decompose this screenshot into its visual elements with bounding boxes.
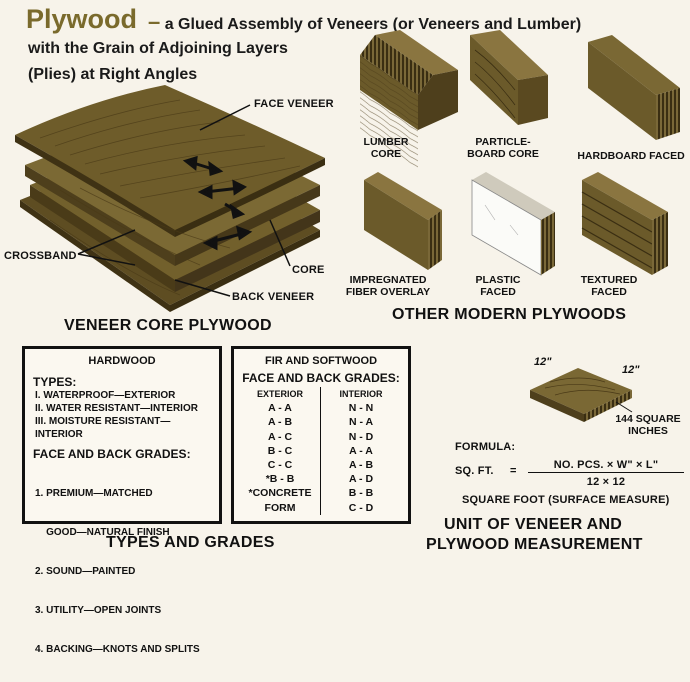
title-dash: – bbox=[148, 9, 161, 34]
interior-grade: N - A bbox=[348, 416, 374, 429]
types-grades-caption: TYPES AND GRADES bbox=[106, 534, 275, 551]
dimension-label-2: 12" bbox=[622, 364, 640, 376]
fir-grades-table: EXTERIOR A - A A - B A - C B - C C - C *… bbox=[240, 387, 402, 515]
dimension-label-1: 12" bbox=[534, 356, 552, 368]
wood-grain-lines bbox=[39, 99, 301, 296]
hardwood-grades-list: 1. PREMIUM—MATCHED GOOD—NATURAL FINISH 2… bbox=[33, 461, 211, 682]
lumber-core-panel bbox=[360, 30, 458, 169]
exterior-grade: A - B bbox=[267, 416, 293, 429]
crossband-label: CROSSBAND bbox=[4, 250, 77, 262]
exterior-grade: A - C bbox=[267, 430, 293, 443]
hardwood-types-heading: TYPES: bbox=[33, 375, 77, 389]
subtitle-line1-text: a Glued Assembly of Veneers (or Veneers … bbox=[164, 16, 582, 33]
hardwood-grades-heading: FACE AND BACK GRADES: bbox=[33, 447, 191, 461]
exterior-grade: FORM bbox=[264, 501, 296, 514]
lumber-core-label: LUMBER CORE bbox=[363, 136, 409, 160]
interior-grade: C - D bbox=[348, 501, 374, 514]
formula-label: FORMULA: bbox=[455, 441, 516, 453]
exterior-column: EXTERIOR A - A A - B A - C B - C C - C *… bbox=[240, 387, 321, 515]
hardwood-type-item: II. WATER RESISTANT—INTERIOR bbox=[35, 403, 198, 414]
hardwood-grade-item: GOOD—NATURAL FINISH bbox=[35, 527, 170, 538]
interior-grade: N - N bbox=[348, 402, 374, 415]
label-leader-lines bbox=[77, 104, 291, 297]
plastic-faced-label: PLASTIC FACED bbox=[475, 274, 521, 298]
measurement-caption-line2: PLYWOOD MEASUREMENT bbox=[426, 536, 643, 553]
interior-grade: A - A bbox=[349, 444, 373, 457]
hardwood-grade-item: 3. UTILITY—OPEN JOINTS bbox=[35, 605, 162, 616]
title-subtitle-line2: with the Grain of Adjoining Layers bbox=[28, 40, 288, 57]
formula-denominator: 12 × 12 bbox=[586, 476, 626, 488]
face-veneer-label: FACE VENEER bbox=[254, 98, 334, 110]
core-label: CORE bbox=[292, 264, 325, 276]
interior-grade: A - B bbox=[348, 459, 374, 472]
hardwood-types-list: I. WATERPROOF—EXTERIOR II. WATER RESISTA… bbox=[33, 389, 211, 441]
interior-grade: A - D bbox=[348, 473, 374, 486]
modern-plywoods-caption: OTHER MODERN PLYWOODS bbox=[392, 306, 627, 323]
interior-heading: INTERIOR bbox=[339, 389, 383, 399]
fir-grades-heading: FACE AND BACK GRADES: bbox=[242, 371, 400, 385]
exterior-grade: B - C bbox=[267, 444, 293, 457]
grain-direction-arrows bbox=[182, 155, 253, 251]
modern-plywoods-drawings bbox=[360, 30, 680, 276]
hardwood-type-item: I. WATERPROOF—EXTERIOR bbox=[35, 390, 176, 401]
exterior-grade: *CONCRETE bbox=[248, 487, 312, 500]
interior-grade: B - B bbox=[348, 487, 374, 500]
plastic-faced-panel bbox=[471, 172, 555, 276]
hardwood-grade-item: 1. PREMIUM—MATCHED bbox=[35, 488, 153, 499]
impregnated-fiber-overlay-label: IMPREGNATED FIBER OVERLAY bbox=[345, 274, 431, 298]
hardwood-type-item: III. MOISTURE RESISTANT—INTERIOR bbox=[35, 416, 171, 440]
formula-numerator: NO. PCS. × W" × L" bbox=[528, 459, 684, 473]
hardwood-box: HARDWOOD TYPES: I. WATERPROOF—EXTERIOR I… bbox=[22, 346, 222, 655]
interior-grade: N - D bbox=[348, 430, 374, 443]
hardboard-faced-panel bbox=[588, 35, 680, 140]
particleboard-core-label: PARTICLE- BOARD CORE bbox=[467, 136, 539, 160]
interior-column: INTERIOR N - N N - A N - D A - A A - B A… bbox=[321, 387, 401, 515]
hardwood-grade-item: 2. SOUND—PAINTED bbox=[35, 566, 136, 577]
equals-sign: = bbox=[510, 465, 517, 477]
particleboard-core-panel bbox=[470, 30, 548, 125]
textured-faced-panel bbox=[581, 172, 668, 275]
page-title: Plywood bbox=[26, 4, 137, 35]
title-subtitle-line1: – a Glued Assembly of Veneers (or Veneer… bbox=[148, 9, 581, 35]
hardwood-box-title: HARDWOOD bbox=[88, 355, 156, 367]
fir-box-title: FIR AND SOFTWOOD bbox=[264, 355, 378, 367]
surface-measure-note: SQUARE FOOT (SURFACE MEASURE) bbox=[462, 494, 670, 506]
square-foot-board-drawing bbox=[530, 368, 633, 422]
exterior-heading: EXTERIOR bbox=[256, 389, 303, 399]
impregnated-fiber-overlay-panel bbox=[364, 172, 442, 270]
textured-faced-label: TEXTURED FACED bbox=[580, 274, 638, 298]
exterior-grade: C - C bbox=[267, 459, 293, 472]
area-label: 144 SQUARE INCHES bbox=[615, 413, 681, 437]
veneer-core-plywood-drawing bbox=[15, 85, 325, 312]
exterior-grade: A - A bbox=[268, 402, 292, 415]
exterior-grade: *B - B bbox=[265, 473, 295, 486]
title-subtitle-line3: (Plies) at Right Angles bbox=[28, 66, 198, 83]
back-veneer-label: BACK VENEER bbox=[232, 291, 315, 303]
veneer-core-caption: VENEER CORE PLYWOOD bbox=[64, 317, 272, 334]
measurement-caption-line1: UNIT OF VENEER AND bbox=[444, 516, 623, 533]
sq-ft-label: SQ. FT. bbox=[455, 465, 494, 477]
title-word: Plywood bbox=[26, 4, 138, 34]
hardboard-faced-label: HARDBOARD FACED bbox=[577, 150, 685, 162]
hardwood-grade-item: 4. BACKING—KNOTS AND SPLITS bbox=[35, 644, 200, 655]
fir-softwood-box: FIR AND SOFTWOOD FACE AND BACK GRADES: E… bbox=[231, 346, 411, 524]
